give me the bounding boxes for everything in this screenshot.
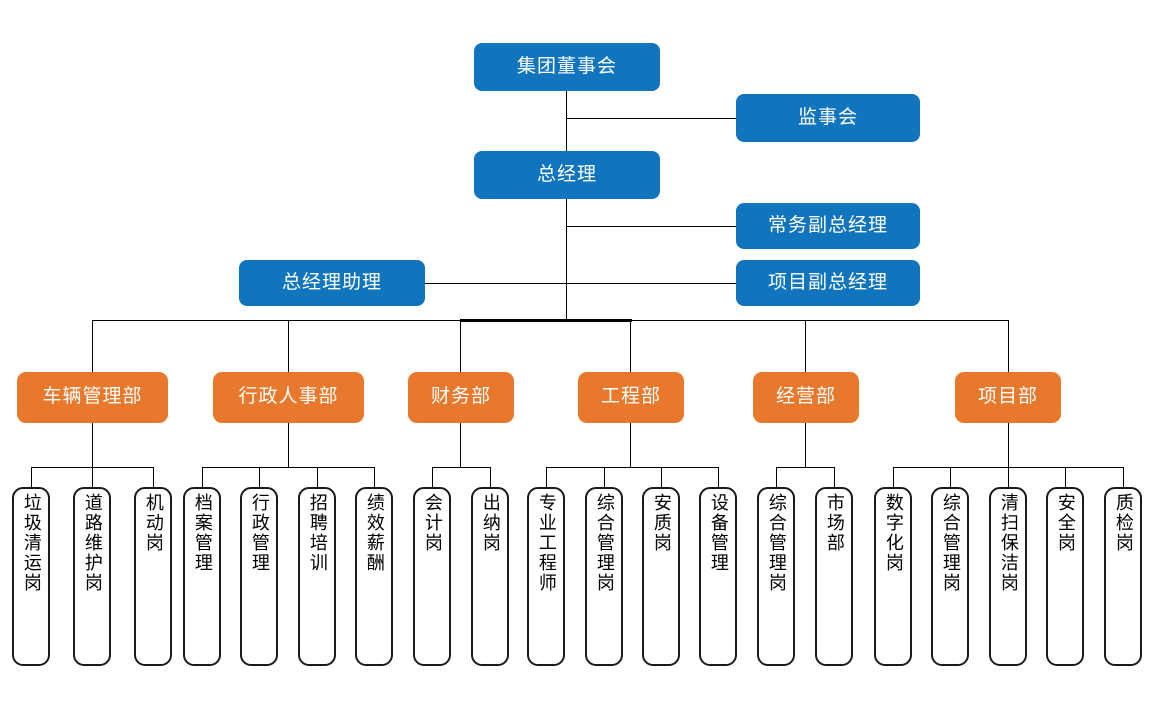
node-gm-assistant[interactable]: 总经理助理 [239,260,425,306]
dept-1-leaf-drop-3 [153,467,154,487]
connector-board-to-gm [566,91,567,151]
department-bus-center [460,319,632,322]
node-board[interactable]: 集团董事会 [474,43,660,91]
node-general-manager[interactable]: 总经理 [474,151,660,199]
dept-5-leaf-drop-2 [834,467,835,487]
leaf-post[interactable]: 质检岗 [1104,487,1142,666]
dept-2-leaf-drop-3 [317,467,318,487]
dept-4-leaf-drop-1 [546,467,547,487]
node-department-finance[interactable]: 财务部 [408,372,514,423]
leaf-post[interactable]: 综合管理岗 [931,487,969,666]
node-department-vehicle-management[interactable]: 车辆管理部 [17,372,168,423]
dept-3-leaf-drop-2 [490,467,491,487]
dept-6-stem [1008,423,1009,467]
leaf-post[interactable]: 清扫保洁岗 [989,487,1027,666]
drop-to-dept-6 [1008,320,1009,372]
leaf-post[interactable]: 安全岗 [1046,487,1084,666]
dept-2-leaf-drop-2 [259,467,260,487]
node-executive-deputy-gm[interactable]: 常务副总经理 [736,203,920,249]
node-project-deputy-gm[interactable]: 项目副总经理 [736,260,920,306]
dept-5-subbus [776,467,834,468]
dept-5-stem [805,423,806,467]
dept-2-stem [288,423,289,467]
leaf-post[interactable]: 专业工程师 [527,487,565,666]
drop-to-dept-2 [288,320,289,372]
leaf-post[interactable]: 行政管理 [240,487,278,666]
connector-gm-to-exec-deputy [566,226,736,227]
leaf-post[interactable]: 综合管理岗 [585,487,623,666]
connector-gm-to-project-deputy [566,283,736,284]
dept-3-subbus [432,467,490,468]
dept-6-leaf-drop-4 [1065,467,1066,487]
leaf-post[interactable]: 市场部 [815,487,853,666]
drop-to-dept-1 [92,320,93,372]
leaf-post[interactable]: 道路维护岗 [73,487,111,666]
drop-to-dept-5 [805,320,806,372]
dept-2-leaf-drop-4 [374,467,375,487]
department-bus-right [630,320,1009,321]
dept-3-stem [460,423,461,467]
leaf-post[interactable]: 垃圾清运岗 [12,487,50,666]
connector-gm-to-bus [566,199,567,321]
dept-3-leaf-drop-1 [432,467,433,487]
dept-6-leaf-drop-2 [950,467,951,487]
dept-4-leaf-drop-3 [661,467,662,487]
leaf-post[interactable]: 招聘培训 [298,487,336,666]
leaf-post[interactable]: 综合管理岗 [757,487,795,666]
dept-4-subbus [546,467,718,468]
dept-1-leaf-drop-2 [92,467,93,487]
dept-1-leaf-drop-1 [31,467,32,487]
leaf-post[interactable]: 会计岗 [413,487,451,666]
leaf-post[interactable]: 绩效薪酬 [355,487,393,666]
leaf-post[interactable]: 档案管理 [183,487,221,666]
dept-4-stem [630,423,631,467]
connector-assistant-to-gm [425,283,567,284]
node-department-project[interactable]: 项目部 [955,372,1061,423]
leaf-post[interactable]: 机动岗 [134,487,172,666]
dept-4-leaf-drop-2 [604,467,605,487]
leaf-post[interactable]: 出纳岗 [471,487,509,666]
dept-6-leaf-drop-3 [1008,467,1009,487]
department-bus-left [92,320,562,321]
dept-6-leaf-drop-1 [893,467,894,487]
dept-6-leaf-drop-5 [1123,467,1124,487]
connector-gm-stem-to-supervisory [566,118,736,119]
dept-5-leaf-drop-1 [776,467,777,487]
node-supervisory-board[interactable]: 监事会 [736,94,920,142]
node-department-operations[interactable]: 经营部 [753,372,859,423]
dept-2-leaf-drop-1 [202,467,203,487]
leaf-post[interactable]: 设备管理 [699,487,737,666]
node-department-admin-hr[interactable]: 行政人事部 [213,372,364,423]
dept-2-subbus [202,467,374,468]
drop-to-dept-3 [460,320,461,372]
drop-to-dept-4 [630,320,631,372]
leaf-post[interactable]: 数字化岗 [874,487,912,666]
leaf-post[interactable]: 安质岗 [642,487,680,666]
dept-1-stem [92,423,93,467]
node-department-engineering[interactable]: 工程部 [578,372,684,423]
dept-4-leaf-drop-4 [718,467,719,487]
